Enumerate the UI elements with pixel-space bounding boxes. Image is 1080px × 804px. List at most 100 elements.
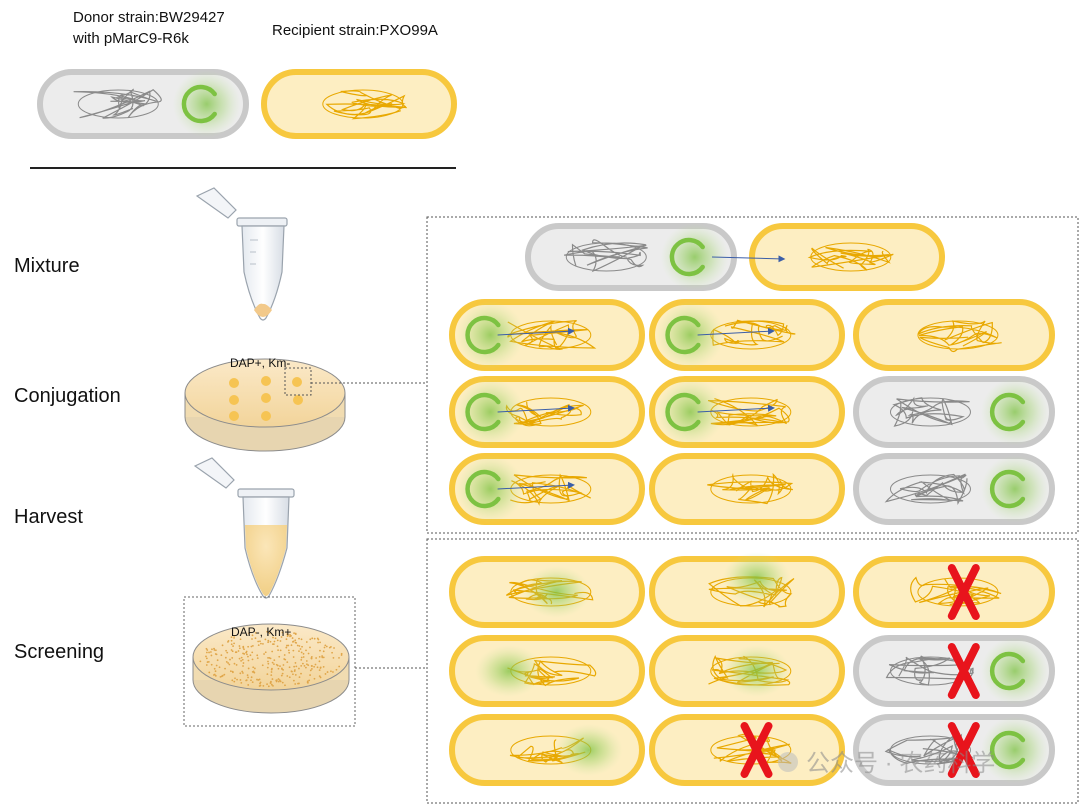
colony-speck <box>215 653 218 656</box>
colony-speck <box>224 656 227 659</box>
colony-speck <box>205 655 207 658</box>
colony-speck <box>281 681 284 684</box>
colony-speck <box>210 663 213 666</box>
colony-speck <box>213 649 216 651</box>
colony-speck <box>296 644 299 647</box>
colony-speck <box>295 665 298 668</box>
colony-speck <box>223 673 226 676</box>
colony-speck <box>311 637 314 640</box>
colony-speck <box>277 667 280 670</box>
colony-speck <box>309 669 312 672</box>
colony-speck <box>269 657 272 660</box>
colony-speck <box>288 666 291 669</box>
chromosome-dna <box>885 655 975 686</box>
colony-speck <box>253 667 256 670</box>
colony-speck <box>208 651 210 654</box>
colony-speck <box>308 679 311 682</box>
colony-speck <box>283 654 286 656</box>
colony-speck <box>269 681 272 684</box>
plasmid-glow <box>172 70 241 138</box>
colony-speck <box>258 678 261 681</box>
colony-speck <box>272 684 274 687</box>
cell-membrane <box>853 299 1055 371</box>
colony-speck <box>306 681 309 683</box>
colony-speck <box>270 668 273 671</box>
colony-speck <box>226 651 229 654</box>
chromosome-loop <box>565 242 647 272</box>
colony-speck <box>214 670 217 673</box>
colony-speck <box>231 657 234 659</box>
bacteria-cells <box>449 223 1055 786</box>
colony-speck <box>261 664 264 667</box>
colony-speck <box>266 673 269 676</box>
integrated-gene-glow <box>722 645 791 697</box>
colony-speck <box>224 667 226 670</box>
colony-speck <box>241 658 244 661</box>
colony-speck <box>230 649 233 651</box>
plasmid-ring <box>181 84 217 124</box>
colony-speck <box>318 655 321 658</box>
colony-speck <box>305 649 307 652</box>
chromosome-dna <box>707 398 790 426</box>
colony-speck <box>290 644 293 647</box>
colony-speck <box>279 665 281 668</box>
colony-speck <box>324 673 327 675</box>
colony-speck <box>311 668 313 670</box>
legend-cells <box>37 69 457 139</box>
chromosome-loop <box>917 320 999 350</box>
colony-speck <box>295 642 298 644</box>
colony-speck <box>273 659 276 662</box>
colony-speck <box>257 644 260 647</box>
colony-speck <box>310 665 313 667</box>
plasmid-glow <box>660 223 729 291</box>
colony-speck <box>278 679 281 682</box>
colony-speck <box>325 645 328 648</box>
colony-speck <box>286 675 289 677</box>
colony-speck <box>221 644 224 647</box>
plasmid-glow <box>656 378 725 446</box>
colony-speck <box>294 662 297 664</box>
colony-speck <box>293 665 296 668</box>
chromosome-loop <box>889 735 971 765</box>
colony-speck <box>298 650 300 652</box>
colony-speck <box>262 642 264 645</box>
colony-speck <box>300 651 303 654</box>
chromosome-loop <box>77 89 159 119</box>
donor-cell <box>37 69 249 139</box>
colony-speck <box>319 666 322 669</box>
colony-speck <box>300 664 303 667</box>
colony-speck <box>286 644 288 647</box>
colony-speck <box>267 641 270 644</box>
colony-speck <box>277 678 280 680</box>
colony-speck <box>210 654 213 657</box>
colony-speck <box>298 676 301 679</box>
donor-cell <box>853 376 1055 448</box>
screening-plate-icon: DAP-, Km+ <box>192 623 350 714</box>
plasmid-ring <box>669 237 705 277</box>
step-label-conjugation: Conjugation <box>14 385 121 407</box>
colony-speck <box>227 662 230 664</box>
colony-speck <box>297 682 299 685</box>
colony-speck <box>305 641 308 643</box>
mixture-transfer-arrow <box>711 255 786 263</box>
colony-speck <box>287 644 290 647</box>
colony-speck <box>319 641 321 644</box>
colony-speck <box>251 651 254 654</box>
chromosome-loop <box>710 474 792 504</box>
plasmid-ring <box>989 651 1026 691</box>
chromosome-loop <box>889 397 971 427</box>
colony-speck <box>310 657 313 659</box>
integrated-gene-glow <box>722 552 791 604</box>
colony-speck <box>294 683 297 685</box>
colony-speck <box>225 649 228 652</box>
colony-speck <box>247 659 250 662</box>
transfer-arrow <box>697 404 775 413</box>
colony-speck <box>316 637 319 640</box>
recipient-cell <box>449 714 645 786</box>
colony-speck <box>270 671 273 673</box>
colony-speck <box>290 670 293 673</box>
colony-speck <box>267 662 270 665</box>
colony-speck <box>254 631 257 634</box>
colony-speck <box>274 637 277 640</box>
colony-speck <box>300 638 303 641</box>
